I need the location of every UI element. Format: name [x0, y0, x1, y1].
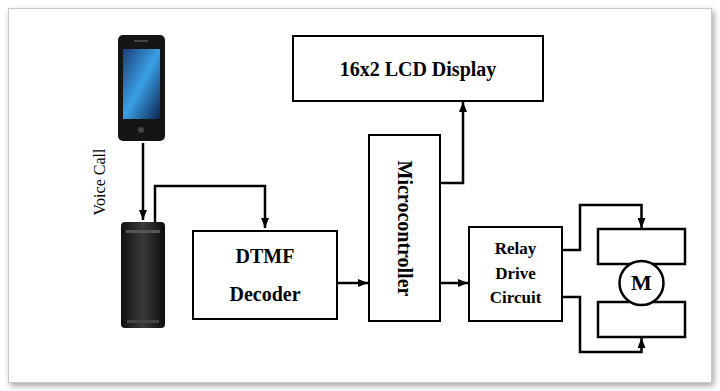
display-box: 16x2 LCD Display	[292, 35, 544, 102]
call-wire	[143, 143, 265, 228]
signal-arrow	[338, 282, 368, 285]
mobile-phone-icon	[121, 222, 165, 328]
relay-box: Relay Drive Circuit	[468, 226, 563, 322]
signal-label: Voice Call	[91, 149, 109, 216]
controller-box: Microcontroller	[368, 134, 441, 322]
signal-arrow	[441, 102, 463, 183]
box-label: Microcontroller	[393, 160, 416, 296]
box-label: M	[631, 270, 652, 296]
box-label: Relay Drive Circuit	[490, 237, 542, 311]
motor-symbol: M	[597, 228, 686, 338]
decoder-box: DTMF Decoder	[192, 230, 338, 320]
signal-arrow	[441, 282, 468, 285]
smartphone-icon	[118, 35, 165, 141]
box-label: DTMF Decoder	[229, 237, 300, 313]
box-label: 16x2 LCD Display	[340, 57, 497, 81]
